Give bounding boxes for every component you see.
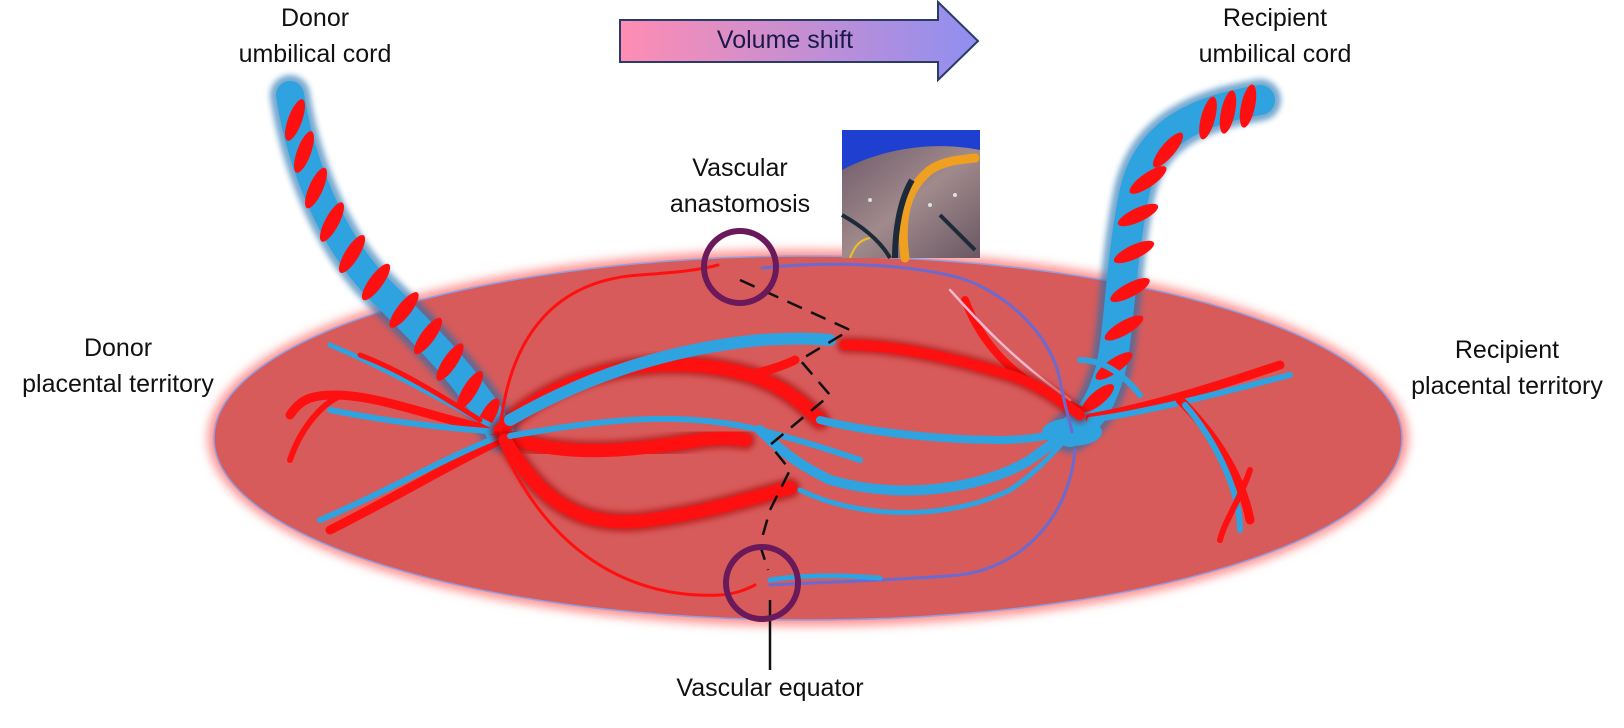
anastomosis-label-line2: anastomosis [669,190,811,218]
equator-label: Vascular equator [660,670,880,706]
recipient-territory-label-line2: placental territory [1411,372,1603,400]
recipient-cord-label: Recipient umbilical cord [1155,0,1395,72]
anastomosis-circle-top [701,228,779,306]
anastomosis-label: Vascular anastomosis [660,150,820,222]
placenta-photo-inset [841,130,980,263]
donor-territory-label-line1: Donor [83,334,153,362]
donor-cord-label-line2: umbilical cord [238,40,392,68]
volume-shift-arrow [619,0,980,83]
recipient-umbilical-cord [1042,79,1281,453]
volume-shift-label: Volume shift [716,26,854,54]
recipient-territory-label-line1: Recipient [1454,336,1560,364]
donor-cord-label-line1: Donor [280,4,350,32]
recipient-territory-label: Recipient placental territory [1390,332,1624,404]
donor-umbilical-cord [270,75,520,452]
donor-territory-label-line2: placental territory [22,370,214,398]
donor-territory-label: Donor placental territory [0,330,236,402]
vascular-equator-line [739,278,853,571]
recipient-cord-label-line2: umbilical cord [1198,40,1352,68]
anastomosis-circle-bottom [723,544,801,622]
donor-cord-label: Donor umbilical cord [205,0,425,72]
donor-territory-vessels [285,342,505,535]
equator-label-text: Vascular equator [676,674,864,702]
recipient-cord-label-line1: Recipient [1222,4,1328,32]
connecting-vessels [490,262,1088,597]
anastomosis-label-line1: Vascular [692,154,788,182]
